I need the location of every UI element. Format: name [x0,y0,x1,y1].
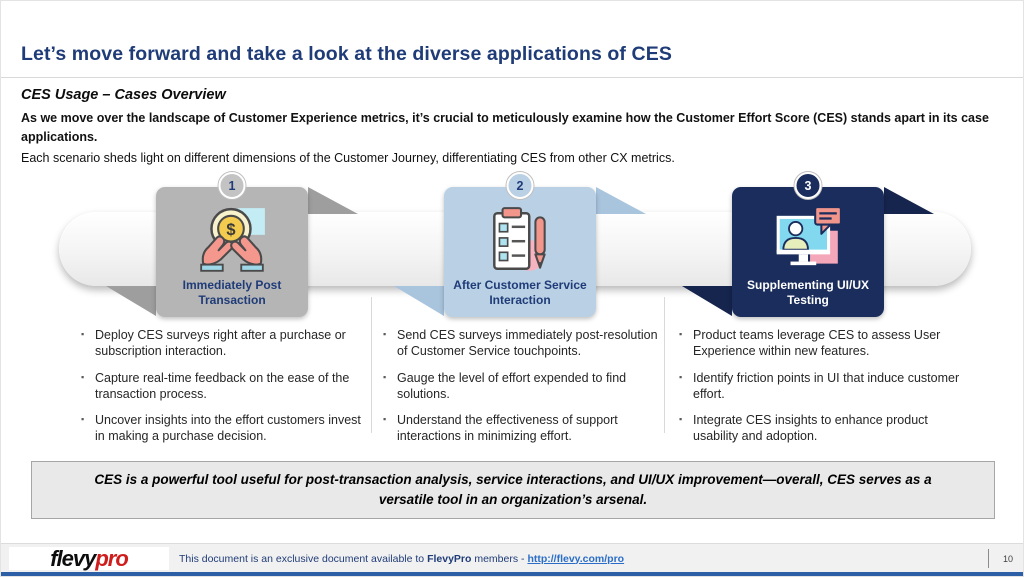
logo-pro: pro [95,545,128,571]
case-label: Immediately Post Transaction [182,278,282,307]
list-item: ▪Capture real-time feedback on the ease … [81,370,350,401]
case-box-service-interaction: 2 After Customer Service Interacti [444,172,596,317]
step-number-badge: 1 [218,172,246,199]
clipboard-checklist-pen-icon [483,204,557,278]
bullet-icon: ▪ [383,329,387,339]
list-item: ▪Send CES surveys immediately post-resol… [383,328,658,359]
summary-callout: CES is a powerful tool useful for post-t… [31,461,995,519]
ribbon-fold [308,187,358,214]
footer-notice: This document is an exclusive document a… [179,552,625,565]
case-box-post-transaction: 1 $ Immediately Post Transaction [156,172,308,317]
flevypro-logo: flevypro [9,547,169,570]
ribbon-fold [596,187,646,214]
list-item: ▪Gauge the level of effort expended to f… [383,370,627,401]
bullet-column-post-transaction: ▪Deploy CES surveys right after a purcha… [81,327,367,455]
list-item: ▪Uncover insights into the effort custom… [81,413,361,444]
ribbon-fold [394,286,444,316]
list-item: ▪Identify friction points in UI that ind… [679,370,960,401]
bottom-accent-bar [1,572,1023,576]
bullet-icon: ▪ [383,414,387,424]
bullet-icon: ▪ [383,371,387,382]
intro-paragraph-bold: As we move over the landscape of Custome… [21,111,989,144]
column-divider [664,297,665,433]
bullet-icon: ▪ [679,371,683,382]
summary-text: CES is a powerful tool useful for post-t… [94,472,932,507]
hands-holding-coin-icon: $ [195,204,269,278]
bullet-icon: ▪ [679,329,683,339]
list-item: ▪Understand the effectiveness of support… [383,413,618,444]
bullet-icon: ▪ [81,414,85,424]
ribbon-fold [106,286,156,316]
step-number-badge: 2 [506,172,534,199]
ribbon-fold [682,286,732,316]
case-label: Supplementing UI/UX Testing [746,278,869,307]
page-number-divider [988,549,989,568]
page-number: 10 [1002,553,1013,564]
flevy-link[interactable]: http://flevy.com/pro [527,552,625,565]
slide-subtitle: CES Usage – Cases Overview [21,87,226,103]
case-box-uiux-testing: 3 Supplementing UI/UX Testing [732,172,884,317]
footer: flevypro This document is an exclusive d… [1,543,1023,573]
list-item: ▪Product teams leverage CES to assess Us… [679,328,941,359]
logo-flevy: flevy [50,545,96,571]
step-number-badge: 3 [794,172,822,199]
bullet-icon: ▪ [679,414,683,424]
bullet-icon: ▪ [81,329,85,339]
column-divider [371,297,372,433]
monitor-user-chat-icon [771,204,845,278]
bullet-column-service-interaction: ▪Send CES surveys immediately post-resol… [383,327,669,455]
svg-text:$: $ [226,221,235,239]
bullet-icon: ▪ [81,371,85,382]
list-item: ▪Integrate CES insights to enhance produ… [679,413,928,444]
header-divider [1,77,1023,78]
list-item: ▪Deploy CES surveys right after a purcha… [81,328,346,359]
page-title: Let’s move forward and take a look at th… [21,43,672,65]
case-label: After Customer Service Interaction [453,278,587,307]
ribbon-fold [884,187,934,214]
bullet-column-uiux-testing: ▪Product teams leverage CES to assess Us… [679,327,965,455]
intro-paragraph: Each scenario sheds light on different d… [21,151,675,165]
